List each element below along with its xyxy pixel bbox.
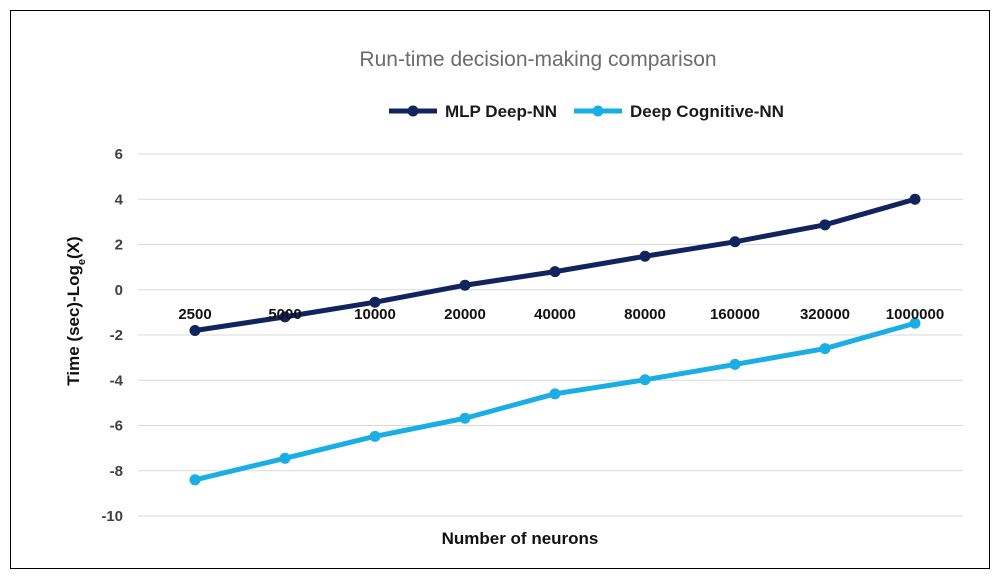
y-axis-title: Time (sec)-Loge(X)	[64, 236, 88, 385]
x-tick-label: 80000	[624, 306, 666, 323]
y-axis-title-main: Time (sec)-Log	[64, 265, 83, 386]
y-axis-ticks: 6 4 2 0 -2 -4 -6 -8 -10	[101, 146, 123, 525]
chart-title: Run-time decision-making comparison	[359, 48, 716, 71]
gridlines	[138, 153, 963, 517]
x-tick-label: 320000	[800, 306, 850, 323]
y-tick-label: 0	[115, 282, 123, 299]
data-point-s0-2	[369, 296, 381, 308]
data-point-s0-6	[729, 236, 741, 248]
data-point-s1-5	[639, 374, 651, 386]
y-axis-title-subscript: e	[76, 259, 88, 265]
x-tick-label: 20000	[444, 306, 486, 323]
x-tick-label: 40000	[534, 306, 576, 323]
x-tick-label: 2500	[178, 306, 211, 323]
y-tick-label: -4	[110, 372, 124, 389]
x-tick-label: 160000	[710, 306, 760, 323]
data-point-s1-4	[549, 388, 561, 400]
data-point-s0-7	[819, 219, 831, 231]
legend-marker-1	[592, 105, 604, 117]
x-tick-label: 1000000	[886, 306, 944, 323]
data-point-s0-0	[189, 324, 201, 336]
legend: MLP Deep-NN Deep Cognitive-NN	[389, 102, 784, 121]
series-lines	[189, 193, 921, 486]
x-axis-ticks: 2500 5000 10000 20000 40000 80000 160000 320000…	[178, 306, 944, 323]
data-point-s0-4	[549, 266, 561, 278]
y-tick-label: -10	[101, 508, 123, 525]
y-tick-label: -6	[110, 418, 123, 435]
data-point-s0-5	[639, 250, 651, 262]
y-tick-label: 2	[115, 237, 123, 254]
legend-marker-0	[407, 105, 419, 117]
x-tick-label: 5000	[268, 306, 301, 323]
data-point-s1-8	[909, 317, 921, 329]
data-point-s1-2	[369, 430, 381, 442]
series-line-1	[192, 320, 918, 483]
chart-svg: Run-time decision-making comparison MLP …	[64, 48, 963, 548]
data-point-s1-0	[189, 474, 201, 486]
legend-label-0: MLP Deep-NN	[445, 102, 557, 121]
x-tick-label: 10000	[354, 306, 396, 323]
y-tick-label: 6	[115, 146, 123, 163]
legend-label-1: Deep Cognitive-NN	[630, 102, 784, 121]
data-point-s1-6	[729, 358, 741, 370]
y-tick-label: -8	[110, 463, 123, 480]
x-axis-title: Number of neurons	[442, 529, 599, 548]
chart-frame: Run-time decision-making comparison MLP …	[10, 10, 990, 569]
data-point-s1-1	[279, 452, 291, 464]
y-axis-title-tail: (X)	[64, 236, 83, 259]
data-point-s0-1	[279, 311, 291, 323]
data-point-s0-8	[909, 193, 921, 205]
data-point-s1-7	[819, 343, 831, 355]
data-point-s1-3	[459, 412, 471, 424]
y-tick-label: 4	[115, 191, 124, 208]
data-point-s0-3	[459, 279, 471, 291]
y-tick-label: -2	[110, 327, 123, 344]
